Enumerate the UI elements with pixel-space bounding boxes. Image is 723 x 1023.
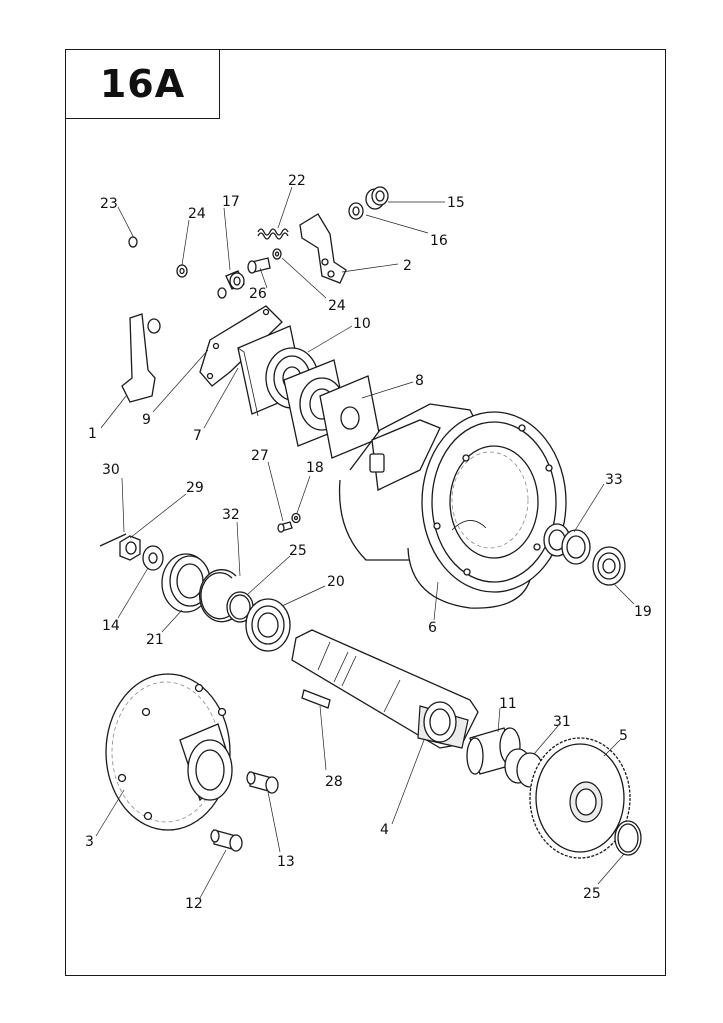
- callout-10: 10: [353, 316, 371, 332]
- part-16-bushing: [348, 202, 364, 220]
- callout-3: 3: [85, 834, 94, 850]
- callout-29: 29: [186, 480, 204, 496]
- callout-20: 20: [327, 574, 345, 590]
- callout-24: 24: [328, 298, 346, 314]
- part-18-washer: [291, 512, 301, 524]
- callout-24: 24: [188, 206, 206, 222]
- part-6-housing: [338, 403, 567, 609]
- part-1-lever-arm: [121, 287, 227, 403]
- part-14-washer: [142, 545, 164, 571]
- part-5-gear: [529, 737, 631, 859]
- callout-2: 2: [403, 258, 412, 274]
- part-22-spring: [257, 228, 289, 240]
- figure-number: 16A: [99, 62, 186, 106]
- callout-31: 31: [553, 714, 571, 730]
- part-24-washer-b: [272, 248, 282, 260]
- callout-27: 27: [251, 448, 269, 464]
- callout-17: 17: [222, 194, 240, 210]
- callout-13: 13: [277, 854, 295, 870]
- part-27-screw: [277, 521, 293, 533]
- callout-15: 15: [447, 195, 465, 211]
- drawing-frame: [65, 49, 666, 976]
- callout-19: 19: [634, 604, 652, 620]
- callout-12: 12: [185, 896, 203, 912]
- callout-23: 23: [100, 196, 118, 212]
- callout-8: 8: [415, 373, 424, 389]
- callout-33: 33: [605, 472, 623, 488]
- part-9-gasket: [199, 305, 283, 387]
- figure-number-box: 16A: [65, 49, 220, 119]
- part-15-bushing: [365, 186, 389, 210]
- callout-16: 16: [430, 233, 448, 249]
- leader-lines: [95, 186, 635, 899]
- callout-28: 28: [325, 774, 343, 790]
- part-20-bearing: [245, 598, 291, 652]
- callout-32: 32: [222, 507, 240, 523]
- part-2-lever: [299, 213, 347, 284]
- part-21-seal: [161, 553, 211, 613]
- callout-14: 14: [102, 618, 120, 634]
- callout-9: 9: [142, 412, 151, 428]
- callout-30: 30: [102, 462, 120, 478]
- part-12-bolt: [210, 829, 243, 852]
- part-33-seals: [543, 523, 591, 565]
- part-28-key: [301, 689, 331, 709]
- part-24-washer-a: [176, 264, 188, 278]
- callout-5: 5: [619, 728, 628, 744]
- part-26-pin: [247, 257, 271, 274]
- callout-21: 21: [146, 632, 164, 648]
- part-23-bolt: [128, 236, 177, 267]
- callout-22: 22: [288, 173, 306, 189]
- callout-18: 18: [306, 460, 324, 476]
- callout-labels: 23 24 17 22 15 16 2 26 24 10 8 1 9 7 30 …: [85, 173, 652, 912]
- part-17-bushing: [225, 270, 245, 290]
- part-25-ring-a: [226, 591, 254, 623]
- part-13-bolt: [246, 771, 279, 794]
- part-4-shaft: [291, 629, 479, 749]
- callout-25: 25: [289, 543, 307, 559]
- callout-4: 4: [380, 822, 389, 838]
- callout-25: 25: [583, 886, 601, 902]
- callout-26: 26: [249, 286, 267, 302]
- callout-6: 6: [428, 620, 437, 636]
- callout-1: 1: [88, 426, 97, 442]
- callout-11: 11: [499, 696, 517, 712]
- part-19-bearing: [592, 546, 626, 586]
- part-3-flange-hub: [105, 673, 233, 831]
- callout-7: 7: [193, 428, 202, 444]
- part-31-circlips: [504, 748, 544, 788]
- part-30-cotter-pin: [99, 533, 127, 549]
- part-29-castle-nut: [119, 535, 141, 561]
- part-25-ring-b: [614, 820, 642, 856]
